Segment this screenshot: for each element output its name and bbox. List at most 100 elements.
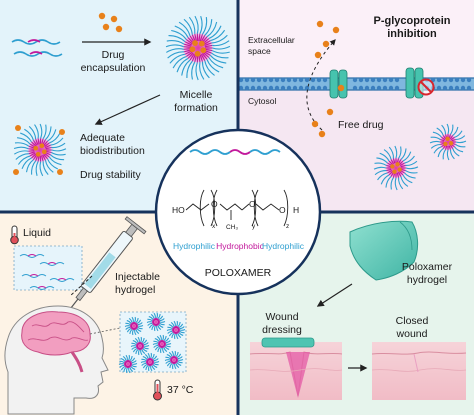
micelle-shell-chain xyxy=(47,129,57,142)
micelle-core-chain xyxy=(124,362,127,364)
micelle-core-chain xyxy=(175,360,178,364)
micelle-core-chain xyxy=(141,342,144,346)
membrane-lipid-head xyxy=(364,77,370,83)
membrane-lipid-head xyxy=(436,85,442,91)
micelle-core-chain xyxy=(387,169,393,174)
micelle-shell-chain xyxy=(141,358,147,362)
micelle-shell-chain xyxy=(147,352,150,359)
micelle-shell-chain xyxy=(126,367,128,374)
micelle-shell-chain xyxy=(42,161,49,176)
membrane-lipid-head xyxy=(262,77,268,83)
micelle-shell-chain xyxy=(49,132,61,144)
membrane-lipid-head xyxy=(256,77,262,83)
formula-ch3: CH₃ xyxy=(226,224,238,231)
micelle-core-chain xyxy=(136,346,139,350)
micelle-core-chain xyxy=(170,356,173,360)
drug-particle xyxy=(33,145,39,151)
closed-wound-label-line1: Closed xyxy=(396,315,429,327)
micelle-core-chain xyxy=(44,144,51,149)
micelle-cytosol-2 xyxy=(429,123,467,161)
micelle-shell-chain xyxy=(430,143,441,149)
micelle-core-chain xyxy=(130,326,133,328)
micelle-shell-chain xyxy=(15,153,29,160)
micelle-shell-chain xyxy=(131,346,137,350)
closed-wound-label-line2: wound xyxy=(396,328,428,340)
micelle-shell-chain xyxy=(163,335,167,341)
center-polymer-strand-tail xyxy=(249,149,281,155)
micelle-core-chain xyxy=(146,362,149,366)
drug-particle xyxy=(392,169,397,174)
membrane-lipid-head xyxy=(268,85,274,91)
membrane-lipid-head xyxy=(442,77,448,83)
micelle-shell-chain xyxy=(433,146,442,154)
micelle-shell-chain xyxy=(153,361,160,363)
micelle-shell-chain xyxy=(47,158,59,170)
micelle-shell-chain xyxy=(177,321,181,327)
syringe-icon xyxy=(62,216,147,319)
micelle-shell-chain xyxy=(166,329,173,331)
micelle-core-chain xyxy=(129,364,132,366)
micelle-core-chain xyxy=(45,146,52,150)
drug-particle xyxy=(314,51,322,59)
micelle-shell-chain xyxy=(131,363,138,365)
wound-panel: Poloxamer hydrogel Wound dressing Closed… xyxy=(249,220,467,400)
micelle-shell-chain xyxy=(405,166,419,170)
micelle-shell-chain xyxy=(176,320,178,327)
micelle-shell-chain xyxy=(405,160,418,166)
micelle-core-chain xyxy=(177,330,180,332)
membrane-lipid-head xyxy=(322,77,328,83)
micelle-core-chain xyxy=(159,345,162,348)
micelle-shell-chain xyxy=(159,322,165,326)
micelle-shell-chain xyxy=(42,124,47,140)
micelle-shell-chain xyxy=(176,57,189,73)
micelle-core-chain xyxy=(183,43,192,47)
formula-sub-z: z xyxy=(286,223,289,230)
biodistribution-label-line1: Adequate xyxy=(80,132,125,144)
micelle-shell-chain xyxy=(131,360,137,364)
micelle-shell-chain xyxy=(176,333,179,340)
drug-particle xyxy=(395,162,400,167)
micelle-shell-chain xyxy=(132,329,134,336)
micelle-shell-chain xyxy=(385,176,392,188)
micelle-core-chain xyxy=(140,347,143,350)
micelle-shell-chain xyxy=(142,356,148,360)
micelle-shell-chain xyxy=(178,323,184,328)
micelle-shell-chain xyxy=(153,340,159,344)
pgp-title-line1: P-glycoprotein xyxy=(373,15,450,27)
micelle-core-chain xyxy=(129,364,132,368)
membrane-lipid-head xyxy=(394,85,400,91)
micelle-core-chain xyxy=(43,140,48,146)
micelle-core-chain xyxy=(397,171,402,177)
micelle-core-chain xyxy=(399,171,404,176)
polymer-strand-core xyxy=(57,278,67,281)
micelle-core-chain xyxy=(130,322,133,326)
membrane-lipid-head xyxy=(274,77,280,83)
micelle-core-chain xyxy=(128,360,131,363)
micelle-shell-chain xyxy=(137,326,143,330)
micelle-shell-chain xyxy=(206,21,218,38)
polymer-strand-core xyxy=(37,286,47,289)
drug-particle xyxy=(200,47,207,54)
micelle-core-chain xyxy=(186,51,193,57)
micelle-shell-chain xyxy=(452,126,459,136)
micelle-core-chain xyxy=(442,135,447,140)
micelle-core-chain xyxy=(204,44,213,48)
micelle-core-chain xyxy=(176,331,179,334)
micelle-core-chain xyxy=(135,322,138,326)
micelle-shell-chain xyxy=(400,176,409,187)
micelle-shell-chain xyxy=(204,60,215,76)
micelle-shell-chain xyxy=(404,172,416,179)
micelle-core-chain xyxy=(444,145,448,150)
micelle-core-chain xyxy=(124,364,127,368)
micelle-shell-chain xyxy=(171,350,174,357)
gel-micelle-cluster xyxy=(118,312,186,374)
micelle-core-chain xyxy=(184,41,192,46)
micelle-core-chain xyxy=(42,154,46,161)
micelle-shell-chain xyxy=(136,328,142,332)
drug-particle xyxy=(448,141,454,146)
biodistribution-label-line2: biodistribution xyxy=(80,145,145,157)
micelle-shell-chain xyxy=(157,347,161,353)
micelle-shell-chain xyxy=(152,343,159,345)
polymer-strand-1-core xyxy=(27,39,41,43)
micelle-shell-chain xyxy=(211,50,230,54)
